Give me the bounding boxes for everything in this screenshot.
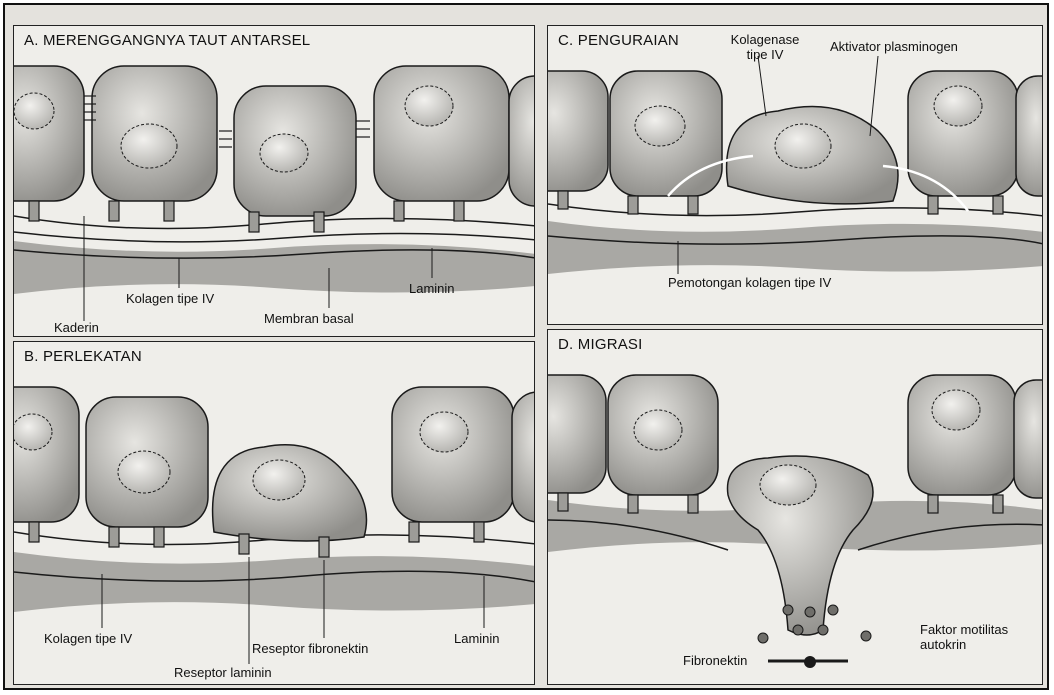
panel-a: A. MERENGGANGNYA TAUT ANTARSEL Kaderin K… [13,25,535,337]
cell [548,375,606,493]
cell [512,392,535,522]
panel-b-title: B. PERLEKATAN [24,348,142,365]
label-kaderin: Kaderin [54,321,99,335]
cell [374,66,509,201]
label-faktor-motilitas-line1: Faktor motilitas [920,623,1008,637]
cell [1014,380,1043,498]
cell [14,387,79,522]
cell [1016,76,1043,196]
label-reseptor-laminin: Reseptor laminin [174,666,272,680]
panel-a-title: A. MERENGGANGNYA TAUT ANTARSEL [24,32,310,49]
label-reseptor-fibronektin: Reseptor fibronektin [252,642,368,656]
label-kolagen: Kolagen tipe IV [126,292,214,306]
label-kolagenase-line2: tipe IV [720,48,810,62]
leader-line [758,56,766,116]
label-kolagenase-line1: Kolagenase [720,33,810,47]
label-aktivator-plasminogen: Aktivator plasminogen [830,40,958,54]
panel-b: B. PERLEKATAN Kolagen tipe IV Reseptor l… [13,341,535,685]
basement-membrane [14,241,535,294]
basement-membrane [14,552,535,612]
panel-c-title: C. PENGURAIAN [558,32,679,49]
basement-membrane [548,221,1043,274]
cell [548,71,608,191]
figure-frame: A. MERENGGANGNYA TAUT ANTARSEL Kaderin K… [3,3,1049,690]
label-faktor-motilitas-line2: autokrin [920,638,966,652]
fibronectin-anchor [804,656,816,668]
panel-a-illustration [14,26,535,337]
panel-c: C. PENGURAIAN Kolagenase tipe IV Aktivat… [547,25,1043,325]
label-laminin: Laminin [409,282,455,296]
panel-d-title: D. MIGRASI [558,336,643,353]
cell [14,66,84,201]
label-laminin: Laminin [454,632,500,646]
label-kolagen: Kolagen tipe IV [44,632,132,646]
label-membran-basal: Membran basal [264,312,354,326]
panel-d: D. MIGRASI Faktor motilitas autokrin Fib… [547,329,1043,685]
leader-line [870,56,878,136]
label-fibronektin: Fibronektin [683,654,747,668]
label-pemotongan-kolagen: Pemotongan kolagen tipe IV [668,276,831,290]
cell [392,387,514,522]
cell [509,76,535,206]
